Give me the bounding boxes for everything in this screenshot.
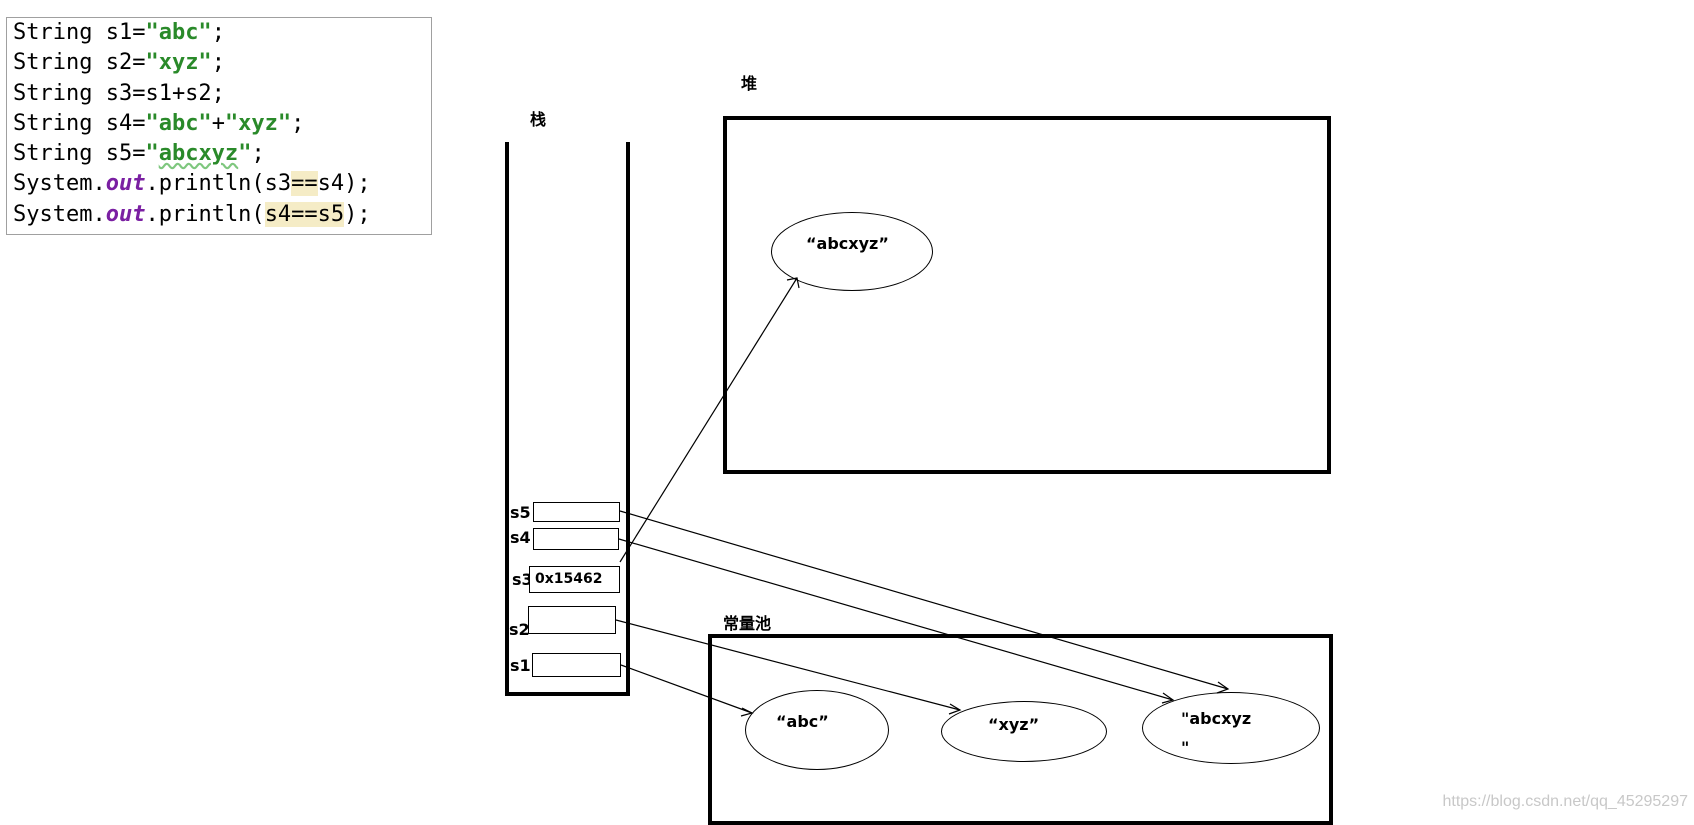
stack-bottom — [505, 692, 630, 696]
heap-object-abcxyz — [771, 212, 933, 291]
slot-label-s1: s1 — [510, 656, 531, 675]
pool-object-abcxyz-label: "abcxyz — [1181, 709, 1252, 728]
slot-s5 — [533, 502, 620, 522]
pool-object-abcxyz-label-tail: " — [1181, 738, 1190, 757]
slot-label-s4: s4 — [510, 528, 531, 547]
code-line-7: System.out.println(s4==s5); — [13, 201, 371, 227]
stack-title: 栈 — [530, 110, 547, 129]
pool-object-abc-label: “abc” — [776, 712, 829, 731]
code-line-6: System.out.println(s3==s4); — [13, 171, 371, 197]
pool-object-xyz-label: “xyz” — [988, 715, 1040, 734]
slot-label-s3: s3 — [512, 570, 533, 589]
code-line-2: String s2="xyz"; — [13, 50, 225, 76]
slot-s2 — [528, 606, 616, 634]
heap-object-label: “abcxyz” — [806, 234, 889, 253]
pool-object-abcxyz — [1142, 692, 1320, 764]
slot-s1 — [532, 653, 621, 677]
heap-region — [723, 116, 1331, 474]
code-line-4: String s4="abc"+"xyz"; — [13, 110, 305, 136]
slot-s4 — [533, 528, 619, 550]
slot-s3: 0x15462 — [529, 566, 620, 593]
code-line-3: String s3=s1+s2; — [13, 80, 225, 106]
slot-label-s2: s2 — [509, 620, 530, 639]
heap-title: 堆 — [741, 74, 758, 93]
code-panel: String s1="abc"; String s2="xyz"; String… — [6, 17, 432, 235]
constant-pool-title: 常量池 — [723, 614, 772, 633]
stack-right-wall — [626, 142, 630, 696]
pool-object-xyz — [941, 701, 1107, 762]
code-line-1: String s1="abc"; — [13, 20, 225, 45]
stack-left-wall — [505, 142, 509, 696]
slot-label-s5: s5 — [510, 503, 531, 522]
code-line-5: String s5="abcxyz"; — [13, 141, 265, 167]
watermark: https://blog.csdn.net/qq_45295297 — [1442, 793, 1688, 810]
